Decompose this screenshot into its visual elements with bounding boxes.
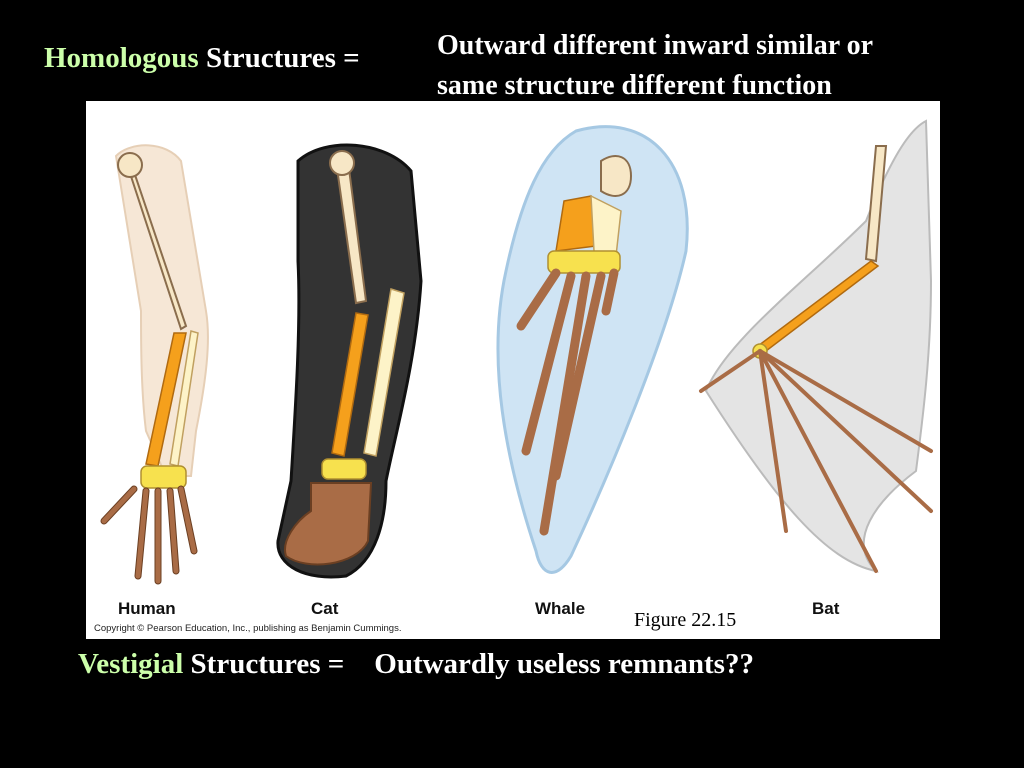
cat-carpal-bones [322, 459, 366, 479]
homologous-structures-label: Structures = [199, 42, 360, 74]
whale-humerus-bone [601, 156, 631, 196]
vestigial-term: Vestigial [78, 648, 183, 680]
whale-label: Whale [535, 599, 585, 619]
limb-comparison-figure: Human Cat Whale Bat Copyright © Pearson … [86, 101, 940, 639]
figure-number: Figure 22.15 [634, 609, 736, 632]
cat-humerus-head [330, 151, 354, 175]
homologous-definition: Outward different inward similar or same… [437, 26, 873, 106]
cat-leg-illustration [278, 145, 421, 577]
bat-label: Bat [812, 599, 839, 619]
homologous-heading: Homologous Structures = [44, 42, 360, 75]
vestigial-structures-label: Structures = [183, 648, 344, 680]
human-phalanges [104, 489, 194, 581]
vestigial-heading: Vestigial Structures = Outwardly useless … [78, 648, 754, 681]
bat-wing-illustration [701, 121, 931, 571]
human-label: Human [118, 599, 176, 619]
copyright-notice: Copyright © Pearson Education, Inc., pub… [94, 623, 401, 634]
whale-flipper-outline [498, 127, 687, 573]
human-arm-illustration [104, 145, 208, 581]
homologous-definition-line1: Outward different inward similar or [437, 26, 873, 66]
human-carpal-bones [141, 466, 186, 488]
human-humerus-head [118, 153, 142, 177]
cat-label: Cat [311, 599, 338, 619]
whale-flipper-illustration [498, 127, 687, 573]
vestigial-definition: Outwardly useless remnants?? [374, 648, 754, 680]
homologous-definition-line2: same structure different function [437, 66, 873, 106]
homologous-term: Homologous [44, 42, 199, 74]
limb-illustrations [86, 101, 940, 639]
bat-wing-membrane [706, 121, 931, 571]
